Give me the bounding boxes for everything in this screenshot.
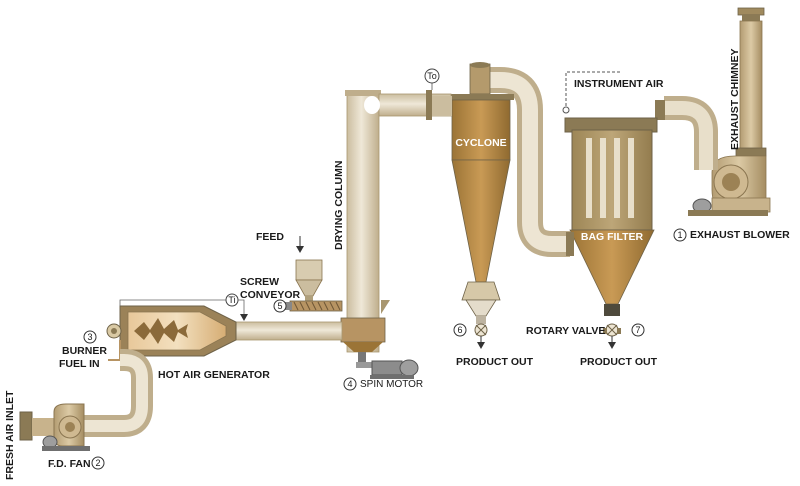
spin-motor-number: 4	[347, 379, 352, 389]
blower-inlet-duct	[655, 96, 718, 170]
exhaust-chimney	[735, 7, 767, 157]
to-temperature-indicator: To	[424, 68, 440, 90]
exhaust-blower-number: 1	[677, 230, 682, 240]
exhaust-blower-number-circle	[673, 228, 687, 242]
spin-motor	[356, 352, 419, 379]
product-out-bag-label: PRODUCT OUT	[580, 356, 658, 368]
fuel-in-label: FUEL IN	[59, 358, 100, 370]
spin-motor-label: SPIN MOTOR	[360, 379, 423, 390]
cyclone-outlet-duct	[480, 67, 574, 257]
bag-rotary-valve	[603, 323, 621, 349]
cyclone-valve-number: 6	[457, 325, 462, 335]
cyclone-label: CYCLONE	[455, 137, 506, 149]
ti-temperature-line: Ti	[119, 293, 248, 321]
bag-filter-label: BAG FILTER	[581, 231, 644, 243]
hot-air-generator	[119, 305, 237, 357]
drying-column	[340, 90, 390, 353]
cyclone-valve-number-circle	[453, 323, 467, 337]
hot-air-duct	[235, 321, 343, 341]
exhaust-blower	[688, 155, 771, 216]
to-label: To	[427, 71, 437, 81]
burner	[106, 323, 122, 361]
rotary-valve-label: ROTARY VALVE	[526, 325, 605, 337]
burner-number-circle	[83, 330, 97, 344]
drying-column-label: DRYING COLUMN	[333, 161, 345, 250]
fresh-air-inlet-label: FRESH AIR INLET	[4, 390, 16, 480]
spin-motor-number-circle	[343, 377, 357, 391]
screw-conveyor-number: 5	[277, 301, 282, 311]
bag-filter	[564, 117, 658, 316]
rotary-valve-number: 7	[635, 325, 640, 335]
instrument-air-label: INSTRUMENT AIR	[574, 78, 664, 90]
burner-number: 3	[87, 332, 92, 342]
screw-conveyor-label-1: SCREW	[240, 276, 279, 288]
fd-fan-label: F.D. FAN	[48, 458, 91, 470]
rotary-valve-number-circle	[631, 323, 645, 337]
cyclone	[446, 62, 514, 317]
exhaust-blower-label: EXHAUST BLOWER	[690, 229, 790, 241]
hot-air-generator-label: HOT AIR GENERATOR	[158, 369, 270, 381]
instrument-air-line	[562, 71, 620, 114]
fd-fan	[19, 403, 90, 451]
column-to-cyclone-duct	[364, 90, 452, 120]
feed-hopper	[295, 259, 323, 302]
feed-label: FEED	[256, 231, 284, 243]
ti-label: Ti	[228, 295, 235, 305]
fd-fan-number-circle	[91, 456, 105, 470]
screw-conveyor-label-2: CONVEYOR	[240, 289, 301, 301]
screw-conveyor	[284, 300, 343, 312]
product-out-cyclone-label: PRODUCT OUT	[456, 356, 534, 368]
cyclone-rotary-valve	[474, 316, 488, 349]
burner-label: BURNER	[62, 345, 107, 357]
fd-fan-number: 2	[95, 458, 100, 468]
feed-arrow	[296, 236, 304, 253]
exhaust-chimney-label: EXHAUST CHIMNEY	[729, 48, 741, 150]
screw-conveyor-number-circle	[273, 299, 287, 313]
fd-fan-duct	[84, 349, 153, 437]
